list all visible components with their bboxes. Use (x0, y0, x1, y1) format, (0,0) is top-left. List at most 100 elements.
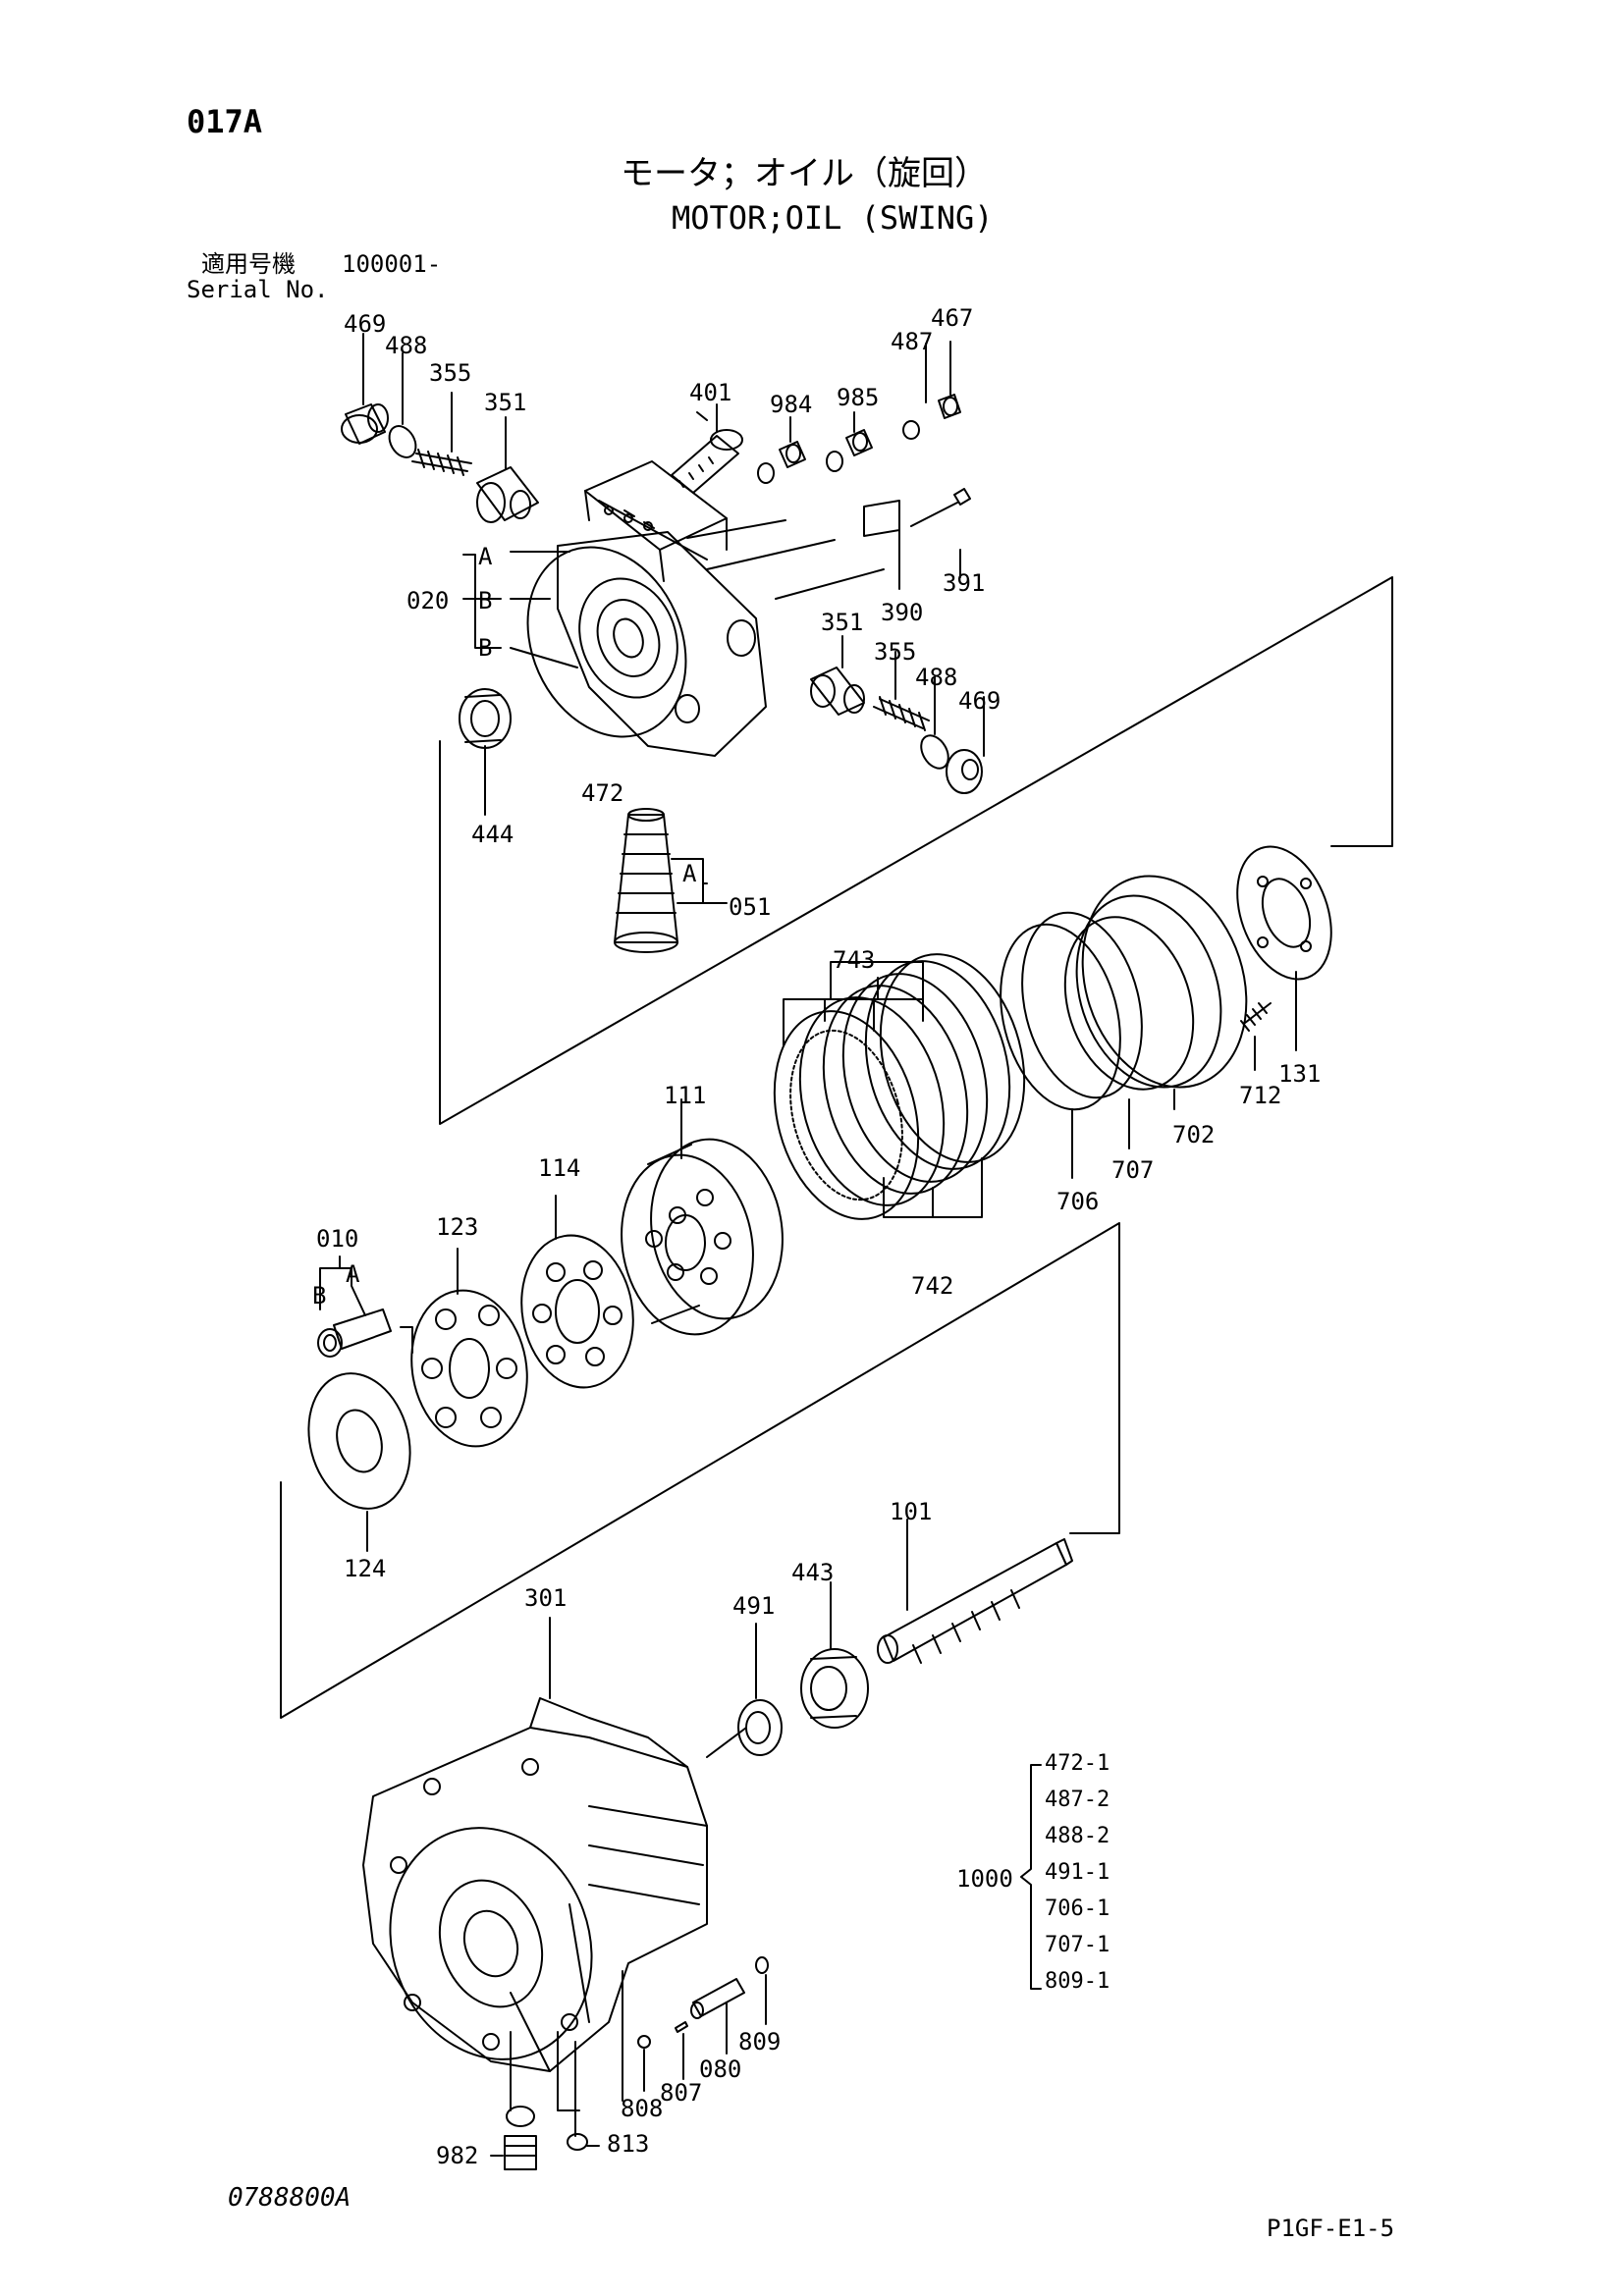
spring-807-icon (675, 2021, 688, 2033)
part-label-355-lower: 355 (874, 638, 917, 666)
part-label-123: 123 (436, 1213, 479, 1241)
title-english: MOTOR;OIL (SWING) (672, 199, 994, 237)
part-label-B-casing-1: B (478, 587, 493, 614)
part-label-743: 743 (833, 946, 876, 974)
part-label-444: 444 (471, 821, 514, 848)
kit-brace-icon (1020, 1764, 1042, 1990)
spool-351-lower-icon (810, 667, 865, 716)
kit-item: 487-2 (1045, 1788, 1110, 1812)
part-label-351-lower: 351 (821, 609, 864, 636)
gasket-472-icon (526, 546, 687, 738)
friction-plate-743-742-icon (773, 953, 1026, 1220)
part-label-702: 702 (1172, 1121, 1216, 1148)
part-label-742: 742 (911, 1272, 954, 1300)
shaft-101-icon (877, 1538, 1073, 1664)
part-label-809: 809 (738, 2028, 782, 2056)
part-label-A-casing: A (478, 543, 493, 570)
serial-value: 100001- (342, 250, 442, 278)
spring-355-upper-icon (411, 449, 472, 476)
part-label-401: 401 (689, 379, 732, 406)
oring-488-upper-icon (388, 425, 417, 458)
plug-813-icon (567, 2133, 588, 2151)
part-label-707: 707 (1111, 1156, 1155, 1184)
part-label-391: 391 (943, 569, 986, 597)
part-label-114: 114 (538, 1154, 581, 1182)
part-label-B-piston: B (312, 1282, 327, 1309)
oring-984-small-icon (757, 462, 775, 484)
housing-301-icon (362, 1697, 708, 2072)
part-label-488-lower: 488 (915, 664, 958, 691)
brake-piston-702-icon (1063, 875, 1248, 1091)
valve-casing-020-icon (557, 460, 885, 757)
part-label-020: 020 (406, 587, 450, 614)
part-label-101: 101 (890, 1498, 933, 1525)
plug-985-icon (845, 429, 873, 456)
bolt-391-icon (910, 488, 971, 527)
part-label-469-upper: 469 (344, 310, 387, 338)
part-label-491: 491 (732, 1592, 776, 1620)
plug-982-icon (504, 2106, 537, 2170)
page-reference-code: P1GF-E1-5 (1267, 2215, 1395, 2242)
part-label-355-upper: 355 (429, 359, 472, 387)
part-label-010: 010 (316, 1225, 359, 1253)
spring-712-icon (1240, 1002, 1272, 1032)
plug-469-lower-icon (946, 749, 983, 794)
bearing-443-icon (800, 1648, 869, 1729)
plate-390-icon (863, 500, 900, 537)
kit-item: 706-1 (1045, 1896, 1110, 1921)
part-label-B-casing-2: B (478, 634, 493, 662)
oring-985-small-icon (826, 451, 843, 472)
cylinder-block-111-icon (621, 1138, 784, 1336)
title-japanese: モータ；オイル（旋回） (621, 154, 988, 193)
part-label-706: 706 (1056, 1188, 1100, 1215)
part-label-808: 808 (621, 2095, 664, 2122)
piston-010-icon (317, 1308, 392, 1358)
drawing-number: 0788800A (228, 2183, 352, 2213)
part-label-390: 390 (881, 599, 924, 626)
part-label-443: 443 (791, 1559, 835, 1586)
part-label-469-lower: 469 (958, 687, 1001, 715)
part-label-488-upper: 488 (385, 332, 428, 359)
part-label-124: 124 (344, 1555, 387, 1582)
part-label-984: 984 (770, 391, 813, 418)
plug-469-upper-icon (341, 403, 389, 445)
part-label-080: 080 (699, 2056, 742, 2083)
plug-984-icon (779, 441, 806, 468)
bearing-444-icon (459, 688, 512, 749)
kit-number: 1000 (956, 1865, 1013, 1893)
kit-item: 491-1 (1045, 1860, 1110, 1885)
oring-809-icon (755, 1956, 769, 1974)
oring-706-icon (1000, 923, 1121, 1111)
retainer-114-icon (520, 1234, 634, 1389)
plug-080-icon (690, 1978, 745, 2019)
part-label-813: 813 (607, 2130, 650, 2158)
part-label-472: 472 (581, 779, 624, 807)
part-label-467: 467 (931, 304, 974, 332)
kit-item: 809-1 (1045, 1969, 1110, 1994)
oring-487-icon (902, 420, 920, 440)
spool-051-icon (614, 808, 678, 953)
spool-351-upper-icon (476, 466, 539, 523)
spring-355-lower-icon (873, 696, 930, 731)
part-label-A-spool: A (682, 860, 697, 887)
part-label-A-piston: A (346, 1260, 360, 1288)
swash-plate-124-icon (307, 1372, 411, 1510)
part-label-301: 301 (524, 1584, 568, 1612)
part-label-982: 982 (436, 2142, 479, 2169)
oring-707-icon (1021, 911, 1143, 1099)
plug-467-icon (938, 394, 961, 419)
oring-488-lower-icon (920, 734, 949, 770)
page-code: 017A (187, 103, 263, 140)
part-label-487: 487 (891, 328, 934, 355)
part-label-985: 985 (837, 384, 880, 411)
part-label-712: 712 (1239, 1082, 1282, 1109)
part-label-051: 051 (729, 893, 772, 921)
kit-item: 488-2 (1045, 1824, 1110, 1848)
serial-label-english: Serial No. (187, 276, 329, 303)
serial-label-japanese: 適用号機 (201, 250, 296, 278)
valve-plate-131-icon (1236, 845, 1332, 981)
ball-808-icon (637, 2035, 651, 2049)
shoe-plate-123-icon (410, 1289, 528, 1448)
kit-item: 472-1 (1045, 1751, 1110, 1776)
